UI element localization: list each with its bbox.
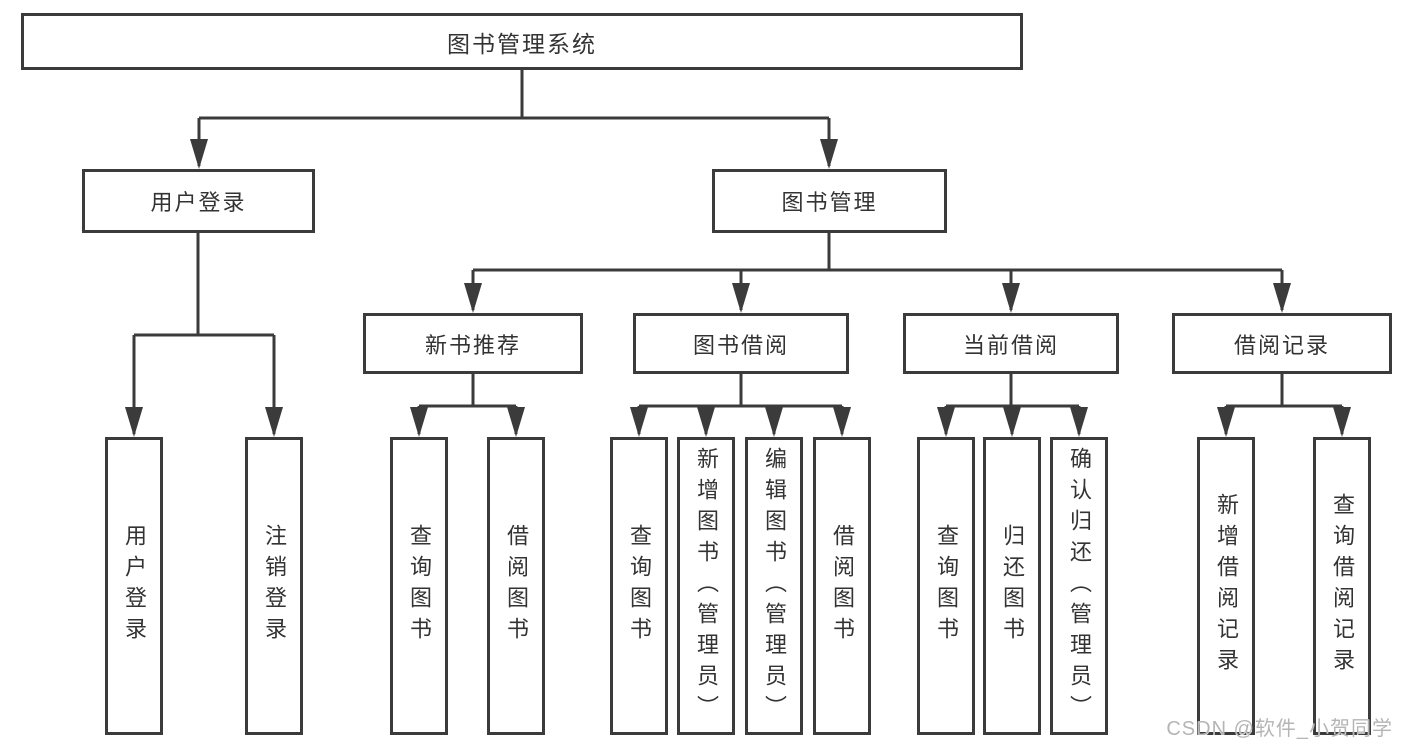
connector-root-trunk (199, 69, 829, 120)
leaf-query-borrow-record: 查询借阅记录 (1313, 437, 1371, 735)
connector-bookmgmt-trunk (473, 233, 1282, 272)
connector-newbook-trunk (419, 374, 516, 408)
leaf-add-borrow-record: 新增借阅记录 (1197, 437, 1255, 735)
node-book-management: 图书管理 (712, 169, 947, 233)
node-user-login: 用户登录 (82, 169, 315, 233)
leaf-query-books-recommend: 查询图书 (390, 437, 448, 735)
watermark: CSDN @软件_小贺同学 (1166, 718, 1393, 740)
connector-bookborrow-trunk (639, 374, 842, 408)
node-book-borrow: 图书借阅 (633, 313, 849, 374)
leaf-edit-book-admin: 编辑图书（管理员） (745, 437, 803, 735)
leaf-confirm-return-admin: 确认归还（管理员） (1050, 437, 1108, 735)
node-root: 图书管理系统 (21, 13, 1023, 70)
leaf-borrow-books-recommend: 借阅图书 (487, 437, 545, 735)
leaf-return-book: 归还图书 (983, 437, 1041, 735)
connector-currentborrow-trunk (946, 374, 1079, 408)
leaf-logout: 注销登录 (245, 437, 303, 735)
leaf-query-books-current: 查询图书 (917, 437, 975, 735)
leaf-add-book-admin: 新增图书（管理员） (677, 437, 735, 735)
leaf-borrow-books: 借阅图书 (813, 437, 871, 735)
leaf-user-login: 用户登录 (105, 437, 163, 735)
node-borrow-records: 借阅记录 (1172, 313, 1392, 374)
connector-borrowrecords-trunk (1226, 374, 1342, 408)
node-new-book-recommend: 新书推荐 (363, 313, 583, 374)
connector-userlogin-trunk (134, 233, 274, 337)
leaf-query-books-borrow: 查询图书 (610, 437, 668, 735)
node-current-borrow: 当前借阅 (903, 313, 1119, 374)
